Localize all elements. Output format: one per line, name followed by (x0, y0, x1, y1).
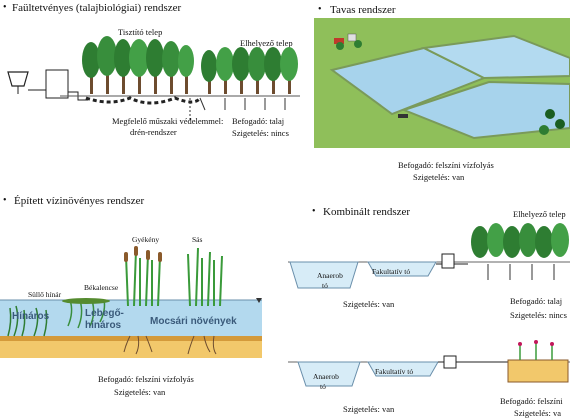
label-fakultativ-2: Fakultatív tó (375, 367, 414, 376)
label-befogado-felszini: Befogadó: felszíni (500, 396, 563, 406)
label-sas: Sás (192, 235, 203, 244)
label-mocsari: Mocsári növények (150, 316, 237, 327)
label-befogado: Befogadó: felszíni vízfolyás (398, 160, 494, 170)
label-gyekeny: Gyékény (132, 235, 160, 244)
label-bekalencse: Békalencse (84, 283, 119, 292)
label-szigeteles-van-lower: Szigetelés: van (343, 404, 395, 414)
pond-aerial-image (314, 18, 570, 148)
label-sullo-hinar: Süllő hínár (28, 290, 62, 299)
label-befogado: Befogadó: felszíni vízfolyás (98, 374, 194, 384)
bullet-icon: • (312, 206, 316, 217)
bullet-icon: • (3, 195, 7, 206)
label-hinaros: Hínáros (12, 311, 50, 322)
label-elhelyezo-telep: Elhelyező telep (513, 209, 566, 219)
label-megfelelo: Megfelelő műszaki védelemmel: (112, 116, 224, 126)
label-szigeteles-nincs: Szigetelés: nincs (510, 310, 567, 320)
label-szigeteles-van-upper: Szigetelés: van (343, 299, 395, 309)
reeds-drawing (124, 246, 223, 307)
panel-title: Épített vízinövényes rendszer (14, 195, 145, 207)
combined-upper-diagram (288, 223, 570, 289)
label-anaerob: Anaerob (317, 271, 343, 280)
label-lebego-2: hínáros (85, 320, 122, 331)
panel-title: Kombinált rendszer (323, 206, 411, 218)
label-tisztito-telep: Tisztító telep (118, 27, 163, 37)
label-befogado: Befogadó: talaj (232, 116, 285, 126)
label-lebego: Lebegő- (85, 308, 124, 319)
label-szigeteles-va: Szigetelés: va (514, 408, 561, 418)
label-to-2: tó (320, 382, 326, 391)
label-dren: drén-rendszer (130, 127, 177, 137)
label-anaerob-2: Anaerob (313, 372, 339, 381)
panel-title: Faültetvényes (talajbiológiai) rendszer (12, 2, 182, 14)
label-to: tó (322, 281, 328, 290)
label-fakultativ: Fakultatív tó (372, 267, 411, 276)
label-elhelyezo-telep: Elhelyező telep (240, 38, 293, 48)
bullet-icon: • (3, 2, 7, 13)
wetland-diagram (0, 298, 262, 358)
bullet-icon: • (318, 4, 322, 15)
label-befogado-talaj: Befogadó: talaj (510, 296, 563, 306)
tree-system-diagram (7, 36, 300, 120)
panel-title: Tavas rendszer (330, 4, 396, 16)
label-szigeteles: Szigetelés: van (114, 387, 166, 397)
label-szigeteles: Szigetelés: van (413, 172, 465, 182)
label-szigeteles: Szigetelés: nincs (232, 128, 289, 138)
combined-lower-diagram (288, 340, 570, 387)
